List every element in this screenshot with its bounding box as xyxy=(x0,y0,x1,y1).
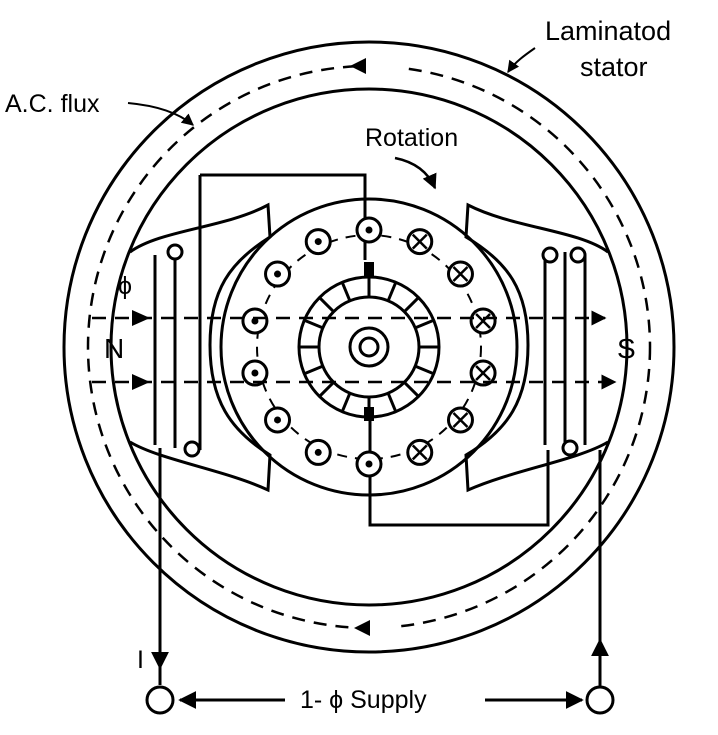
commutator-segment xyxy=(340,281,352,302)
stator-label-line2: stator xyxy=(580,52,648,82)
conductor-out-dot xyxy=(241,307,269,335)
stator-inner-ring xyxy=(109,87,629,607)
commutator-segments xyxy=(299,277,439,417)
left-pole-piece xyxy=(129,202,272,493)
current-label: I xyxy=(137,646,144,674)
stator-outer-ring xyxy=(62,40,676,654)
right-pole-piece xyxy=(464,202,609,493)
top-winding-lead xyxy=(200,173,367,260)
flux-symbol-label: ϕ xyxy=(118,272,132,300)
commutator-segment xyxy=(414,364,435,376)
conductor-in-cross xyxy=(406,438,434,466)
south-pole-label: S xyxy=(617,333,636,364)
conductor-out-dot xyxy=(241,359,269,387)
ac-flux-label: A.C. flux xyxy=(5,90,100,118)
commutator-segment xyxy=(403,296,420,313)
conductor-out-dot xyxy=(304,228,332,256)
commutator-segment xyxy=(303,318,324,330)
stator-label-line1: Laminatod xyxy=(545,16,671,46)
ring-flux-arrow-bottom xyxy=(354,620,395,636)
commutator-segment xyxy=(386,281,398,302)
ring-flux-arrow-top xyxy=(350,58,400,74)
rotor-conductors xyxy=(241,216,497,478)
pole-flux-lines xyxy=(92,310,617,390)
shaft-inner xyxy=(358,336,380,358)
conductor-in-cross xyxy=(446,260,474,288)
commutator-segment xyxy=(303,364,324,376)
left-supply-terminal xyxy=(145,685,175,715)
commutator-segment xyxy=(403,381,420,398)
rotation-label: Rotation xyxy=(365,124,458,152)
commutator-segment xyxy=(340,392,352,413)
conductor-out-dot xyxy=(304,438,332,466)
commutator-segment xyxy=(318,296,335,313)
conductor-out-dot xyxy=(355,216,383,244)
rotor-body xyxy=(219,197,519,497)
left-pole-coil xyxy=(153,175,202,458)
supply-label: 1- ϕ Supply xyxy=(300,686,427,714)
north-pole-label: N xyxy=(104,333,124,364)
ac-flux-pointer xyxy=(127,102,194,126)
commutator-segment xyxy=(414,318,435,330)
conductor-out-dot xyxy=(264,406,292,434)
right-pole-coil xyxy=(541,246,587,457)
brush-bottom xyxy=(364,407,374,421)
conductor-in-cross xyxy=(446,406,474,434)
conductor-in-cross xyxy=(469,359,497,387)
commutator-segment xyxy=(318,381,335,398)
stator-pointer xyxy=(507,47,536,73)
conductor-out-dot xyxy=(264,260,292,288)
commutator-segment xyxy=(386,392,398,413)
conductor-in-cross xyxy=(406,228,434,256)
conductor-in-cross xyxy=(469,307,497,335)
brush-top xyxy=(364,262,374,276)
rotation-pointer xyxy=(394,156,437,190)
conductor-out-dot xyxy=(355,450,383,478)
right-supply-terminal xyxy=(585,685,615,715)
